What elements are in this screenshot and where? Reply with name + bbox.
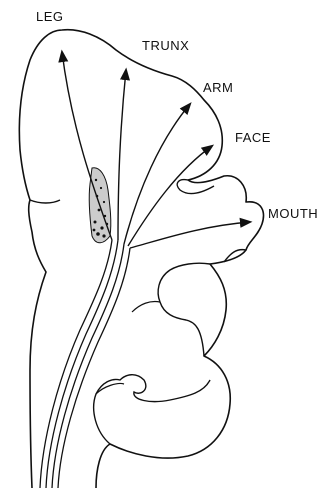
- label-face: FACE: [235, 130, 271, 145]
- fiber-bundle: [40, 240, 130, 488]
- sulcus-left: [30, 200, 60, 203]
- label-arm: ARM: [203, 80, 233, 95]
- mouth-arrow: [130, 222, 250, 248]
- sulcus-middle: [158, 263, 210, 356]
- trunk-arrow: [118, 70, 126, 240]
- label-mouth: MOUTH: [268, 206, 318, 221]
- ventricle-curve: [96, 383, 124, 394]
- label-leg: LEG: [36, 9, 64, 24]
- face-arrow: [128, 146, 212, 246]
- label-trunk: TRUNX: [142, 38, 189, 53]
- sulcus-lower: [132, 301, 160, 312]
